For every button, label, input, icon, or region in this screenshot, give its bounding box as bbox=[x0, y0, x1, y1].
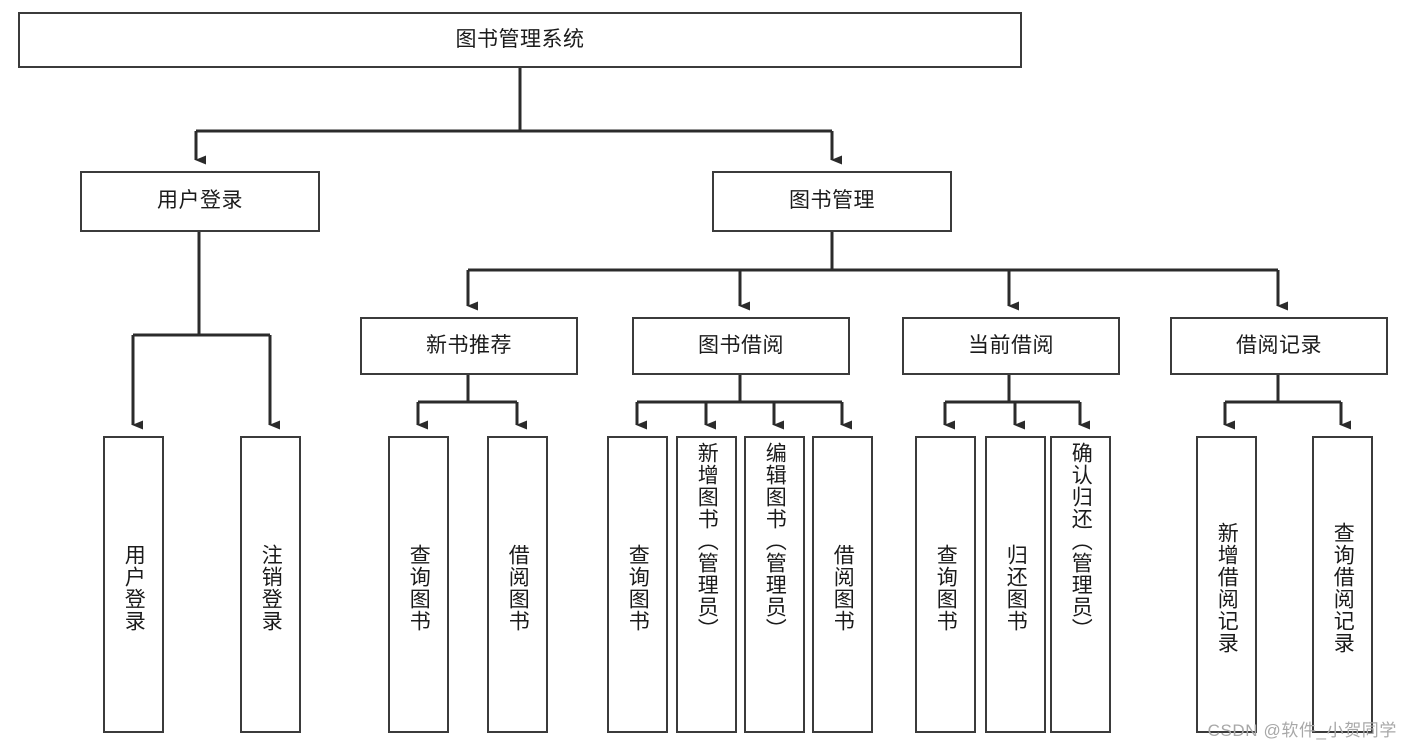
node-label: 借阅记录 bbox=[1236, 333, 1322, 357]
node-label: 注销登录 bbox=[259, 543, 283, 632]
node-label: 查询借阅记录 bbox=[1331, 521, 1355, 654]
node-leaf-user-login[interactable]: 用户登录 bbox=[103, 436, 164, 733]
node-label: 新增图书（管理员） bbox=[695, 442, 719, 640]
node-leaf-add-borrow-record[interactable]: 新增借阅记录 bbox=[1196, 436, 1257, 733]
node-user-login[interactable]: 用户登录 bbox=[80, 171, 320, 232]
node-label: 查询图书 bbox=[934, 543, 958, 632]
node-label: 查询图书 bbox=[407, 543, 431, 632]
node-leaf-query-borrow-record[interactable]: 查询借阅记录 bbox=[1312, 436, 1373, 733]
node-label: 新增借阅记录 bbox=[1215, 521, 1239, 654]
node-label: 新书推荐 bbox=[426, 333, 512, 357]
node-leaf-confirm-return-admin[interactable]: 确认归还（管理员） bbox=[1050, 436, 1111, 733]
node-root-book-management-system[interactable]: 图书管理系统 bbox=[18, 12, 1022, 68]
node-leaf-borrow-book[interactable]: 借阅图书 bbox=[812, 436, 873, 733]
node-label: 用户登录 bbox=[157, 189, 243, 213]
node-book-borrow[interactable]: 图书借阅 bbox=[632, 317, 850, 375]
node-leaf-edit-book-admin[interactable]: 编辑图书（管理员） bbox=[744, 436, 805, 733]
node-label: 图书管理系统 bbox=[455, 27, 585, 51]
node-leaf-borrow-book-recommend[interactable]: 借阅图书 bbox=[487, 436, 548, 733]
node-borrow-records[interactable]: 借阅记录 bbox=[1170, 317, 1388, 375]
node-leaf-query-book-recommend[interactable]: 查询图书 bbox=[388, 436, 449, 733]
node-label: 借阅图书 bbox=[506, 543, 530, 632]
node-leaf-query-book-current[interactable]: 查询图书 bbox=[915, 436, 976, 733]
node-current-borrow[interactable]: 当前借阅 bbox=[902, 317, 1120, 375]
node-leaf-query-book-borrow[interactable]: 查询图书 bbox=[607, 436, 668, 733]
csdn-watermark: CSDN @软件_小贺同学 bbox=[1207, 721, 1397, 740]
node-new-book-recommend[interactable]: 新书推荐 bbox=[360, 317, 578, 375]
node-label: 当前借阅 bbox=[968, 333, 1054, 357]
node-leaf-logout[interactable]: 注销登录 bbox=[240, 436, 301, 733]
node-leaf-return-book[interactable]: 归还图书 bbox=[985, 436, 1046, 733]
node-label: 归还图书 bbox=[1004, 543, 1028, 632]
node-book-management[interactable]: 图书管理 bbox=[712, 171, 952, 232]
node-leaf-add-book-admin[interactable]: 新增图书（管理员） bbox=[676, 436, 737, 733]
node-label: 编辑图书（管理员） bbox=[763, 442, 787, 640]
node-label: 确认归还（管理员） bbox=[1069, 442, 1093, 640]
node-label: 借阅图书 bbox=[831, 543, 855, 632]
node-label: 图书借阅 bbox=[698, 333, 784, 357]
node-label: 图书管理 bbox=[789, 189, 875, 213]
node-label: 用户登录 bbox=[122, 543, 146, 632]
node-label: 查询图书 bbox=[626, 543, 650, 632]
